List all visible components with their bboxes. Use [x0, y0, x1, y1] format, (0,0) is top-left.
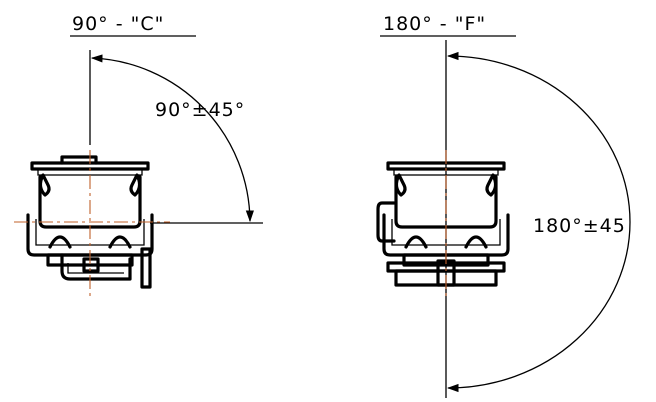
view-c-angle-label: 90°±45°	[155, 99, 245, 121]
view-c-valve	[26, 155, 154, 289]
view-c-title: 90° - "C"	[72, 13, 164, 35]
view-c-angle-arc	[90, 54, 254, 223]
view-c: 90° - "C" 90°±45°	[14, 13, 263, 298]
view-f-title: 180° - "F"	[383, 13, 486, 35]
view-f-angle-arc	[446, 51, 631, 393]
view-f: 180° - "F" 180°±45	[376, 13, 631, 398]
view-f-angle-label: 180°±45	[533, 215, 626, 237]
view-f-valve	[376, 161, 510, 287]
